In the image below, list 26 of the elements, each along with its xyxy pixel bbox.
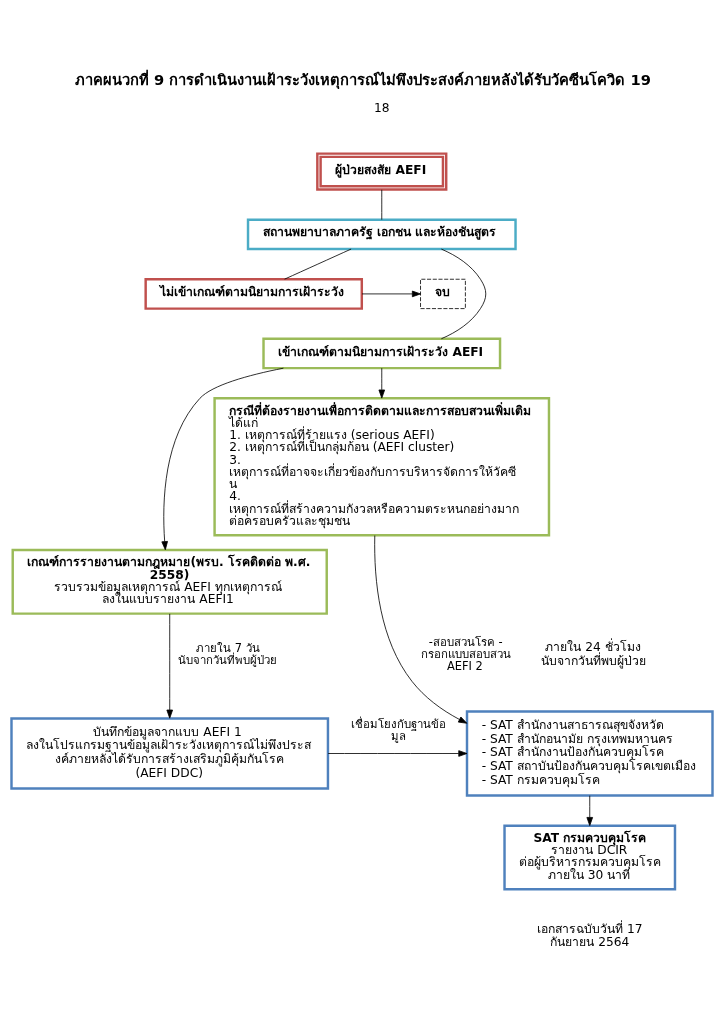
node-box: สถานพยาบาลภาครัฐ เอกชน และห้องชันสูตร (246, 217, 517, 250)
node-box: เข้าเกณฑ์ตามนิยามการเฝ้าระวัง AEFI (262, 337, 502, 369)
connector (381, 188, 383, 220)
arrow (378, 367, 386, 399)
connector (284, 248, 352, 280)
connector (440, 248, 487, 339)
arrow (161, 367, 284, 550)
label: เอกสารฉบับวันที่ 17 กันยายน 2564 (537, 921, 643, 949)
node-box: กรณีที่ต้องรายงานเพื่อการติดตามและการสอบสวนเพิ่มเติม ได้แก่ 1. เหตุการณ์ที่ร้ายแรง (serious AEFI) 2. เหตุการณ์ที่เป็นกลุ่มก้อน (AEFI cluster) 3. เหตุการณ์ที่อาจจะเกี่ยวข้องกับการบริหารจัดการให้วัคซีน 4. เหตุการณ์ที่สร้างความกังวลหรือความตระหนกอย่างมากต่อครอบครัวและชุมชน (213, 396, 551, 537)
diagram-title: ภาคผนวกที่ 9 การดำเนินงานเฝ้าระวังเหตุการณ์ไม่พึงประสงค์ภายหลังได้รับวัคซีนโควิด 19 (74, 70, 651, 88)
node-box: บันทึกข้อมูลจากแบบ AEFI 1 ลงในโปรแกรมฐานข้อมูลเฝ้าระวังเหตุการณ์ไม่พึงประสงค์ภายหลังได้รับการสร้างเสริมภูมิคุ้มกันโรค (AEFI DDC) (10, 716, 330, 790)
node-box: SAT กรมควบคุมโรค รายงาน DCIR ต่อผู้บริหารกรมควบคุมโรค ภายใน 30 นาที (503, 823, 677, 891)
edge-label: ภายใน 7 วัน นับจากวันที่พบผู้ป่วย (178, 640, 278, 667)
node-box: จบ (420, 278, 466, 309)
arrow (586, 794, 593, 826)
node-box: เกณฑ์การรายงานตามกฎหมาย(พรบ. โรคติดต่อ พ.ศ. 2558) รวบรวมข้อมูลเหตุการณ์ AEFI ทุกเหตุการณ์ ลงในแบบรายงาน AEFI1 (11, 548, 328, 615)
arrow (361, 290, 421, 297)
arrow (166, 612, 173, 719)
label: ภายใน 24 ชั่วโมง นับจากวันที่พบผู้ป่วย (540, 639, 646, 668)
arrow (327, 749, 468, 757)
node-box: ไม่เข้าเกณฑ์ตามนิยามการเฝ้าระวัง (144, 277, 364, 310)
node-box: - SAT สำนักงานสาธารณสุขจังหวัด - SAT สำนักอนามัย กรุงเทพมหานคร - SAT สำนักงานป้องกันควบคุมโรค - SAT สถาบันป้องกันควบคุมโรคเขตเมือง - SAT กรมควบคุมโรค (465, 709, 714, 797)
label: 18 (374, 100, 390, 115)
arrow (374, 534, 468, 724)
edge-label: -สอบสวนโรค - กรอกแบบสอบสวน AEFI 2 (420, 634, 511, 673)
edge-label: เชื่อมโยงกับฐานข้อมูล (350, 716, 446, 743)
